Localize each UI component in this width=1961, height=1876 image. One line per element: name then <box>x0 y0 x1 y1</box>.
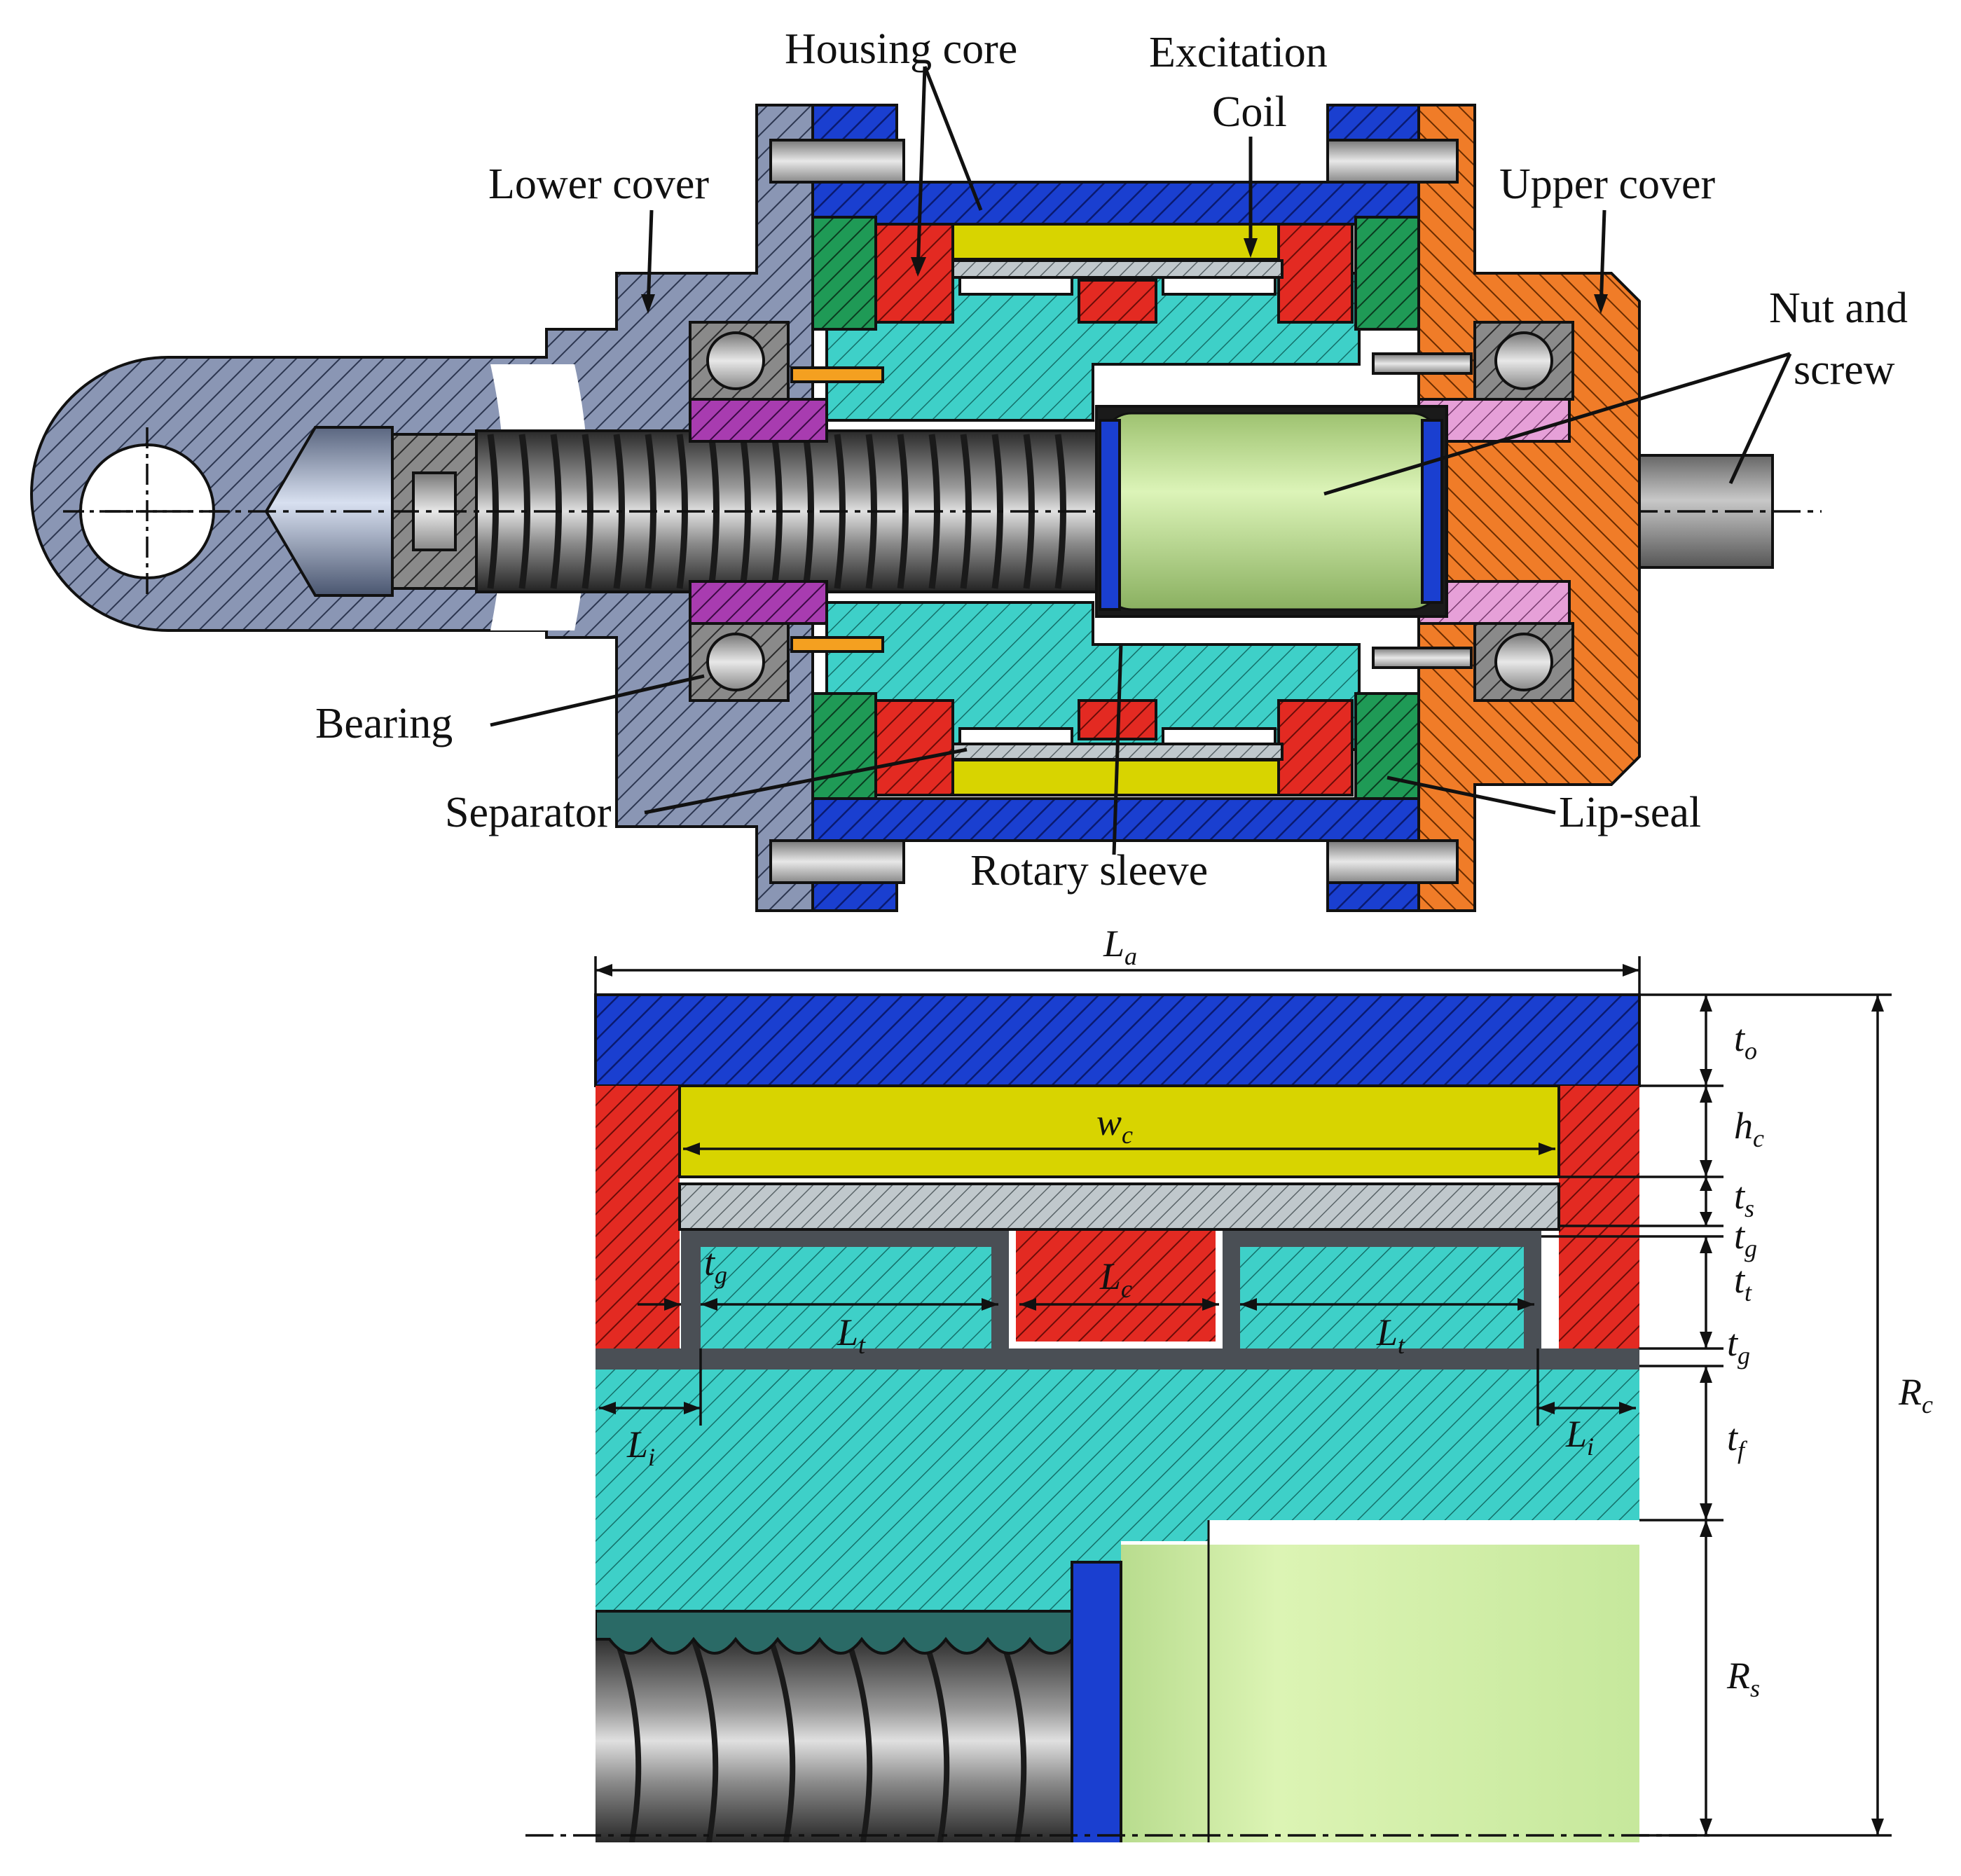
dim-Li-right: Li <box>1565 1413 1594 1461</box>
xs-coil <box>678 1084 1560 1178</box>
dimension-lines <box>594 956 1892 1837</box>
dim-Rs: Rs <box>1726 1655 1760 1702</box>
label-nut-and: Nut and <box>1769 284 1908 332</box>
label-lip-seal: Lip-seal <box>1559 789 1701 836</box>
dimension-symbols: La wc Lc Lt Lt Li Li tg to hc ts tg tt t… <box>626 923 1933 1702</box>
dim-Lc: Lc <box>1099 1255 1132 1303</box>
dim-ts: ts <box>1734 1175 1754 1222</box>
label-upper-cover: Upper cover <box>1499 160 1715 208</box>
dim-tf: tf <box>1727 1416 1748 1464</box>
dim-hc: hc <box>1734 1105 1764 1152</box>
lip-seal <box>811 216 877 331</box>
dim-tg-upper: tg <box>1734 1215 1757 1262</box>
excitation-coil <box>951 223 1280 261</box>
dim-to: to <box>1734 1017 1757 1065</box>
xs-screw <box>596 1636 1079 1842</box>
label-bearing: Bearing <box>315 700 453 747</box>
housing-top <box>811 181 1420 226</box>
dim-wc: wc <box>1096 1101 1133 1149</box>
xs-rotary-sleeve <box>596 1370 1639 1632</box>
bearing-retainer-left <box>689 398 828 443</box>
bolts <box>769 139 1459 884</box>
label-excitation-line2: Coil <box>1212 88 1287 136</box>
labels: Housing core Excitation Coil Lower cover… <box>315 25 1908 895</box>
separator <box>951 259 1284 279</box>
pin <box>790 366 884 383</box>
dim-Li-left: Li <box>626 1423 655 1471</box>
xs-separator <box>678 1182 1560 1231</box>
xs-core-right <box>1559 1086 1639 1349</box>
assembly-view <box>30 104 1822 912</box>
label-screw: screw <box>1794 346 1895 394</box>
dim-tt: tt <box>1734 1259 1752 1306</box>
label-housing-core: Housing core <box>785 25 1017 73</box>
label-rotary-sleeve: Rotary sleeve <box>970 847 1208 895</box>
label-excitation-line1: Excitation <box>1149 29 1328 76</box>
leader-lines <box>490 66 1792 855</box>
dim-La: La <box>1103 923 1137 970</box>
dim-tg-lower: tg <box>1727 1322 1750 1370</box>
dim-Lt-left: Lt <box>837 1311 866 1359</box>
label-lower-cover: Lower cover <box>488 160 709 208</box>
dim-Lt-right: Lt <box>1376 1311 1405 1359</box>
label-separator: Separator <box>445 789 612 836</box>
xs-housing <box>594 993 1641 1087</box>
upper-cover <box>1417 104 1641 912</box>
xs-nut <box>1121 1545 1639 1842</box>
dim-tg-inner: tg <box>704 1241 727 1289</box>
cross-section-view <box>525 993 1716 1842</box>
xs-tooth-region <box>701 1247 1524 1349</box>
xs-core-center <box>1016 1229 1216 1342</box>
dim-Rc: Rc <box>1898 1371 1933 1419</box>
housing-core <box>874 223 1354 796</box>
